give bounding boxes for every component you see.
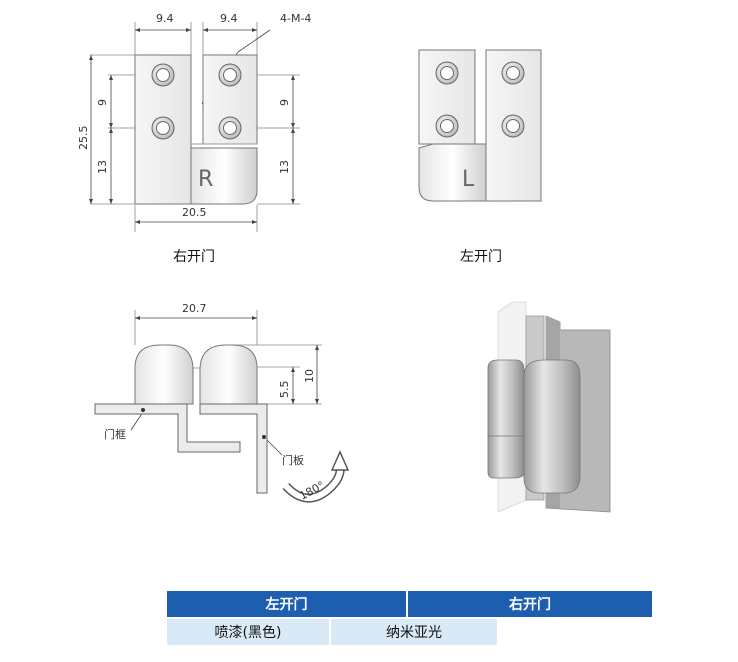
caption-left-open: 左开门 [460, 249, 502, 265]
hand-letter-r: R [198, 167, 213, 192]
right-open-view: 9.4 9.4 4-M-4 20.5 25.5 9 13 9 13 R 右开门 [77, 12, 311, 265]
label-door-panel: 门板 [282, 453, 304, 467]
knuckle-l [418, 143, 487, 202]
header-left-open: 左开门 [167, 591, 406, 617]
dim-total-width: 20.5 [182, 206, 207, 219]
side-dimension-lines [130, 317, 318, 456]
side-view: 180° 20.7 5.5 10 门框 门板 [94, 302, 350, 503]
left-open-view: L 左开门 [418, 49, 542, 265]
mounting-holes [151, 63, 242, 140]
side-right-knuckle [199, 344, 258, 405]
side-dim-pin-height: 5.5 [278, 381, 291, 399]
dim-lower-height-right: 13 [278, 160, 291, 174]
dimension-arrows [89, 28, 295, 224]
header-right-open: 右开门 [408, 591, 652, 617]
side-left-knuckle [134, 344, 194, 405]
side-dimension-arrows [135, 316, 319, 404]
caption-right-open: 右开门 [173, 249, 215, 265]
dim-right-width: 9.4 [220, 12, 238, 25]
dim-upper-height: 9 [96, 99, 109, 106]
mounting-holes-l [435, 61, 525, 138]
side-dim-height: 10 [303, 369, 316, 383]
label-door-frame: 门框 [104, 427, 126, 441]
door-frame-leaf [94, 403, 241, 453]
hinge-3d-render [487, 301, 611, 513]
dim-holes-callout: 4-M-4 [280, 12, 311, 25]
dim-total-height: 25.5 [77, 126, 90, 151]
knuckle [190, 147, 258, 205]
door-panel-leaf [199, 403, 268, 494]
hand-letter-l: L [462, 167, 475, 192]
side-dim-width: 20.7 [182, 302, 207, 315]
dim-left-width: 9.4 [156, 12, 174, 25]
dim-lower-height: 13 [96, 160, 109, 174]
dim-upper-height-right: 9 [278, 99, 291, 106]
cell-black-paint: 喷漆(黑色) [167, 619, 329, 645]
cell-nano-matte: 纳米亚光 [331, 619, 497, 645]
